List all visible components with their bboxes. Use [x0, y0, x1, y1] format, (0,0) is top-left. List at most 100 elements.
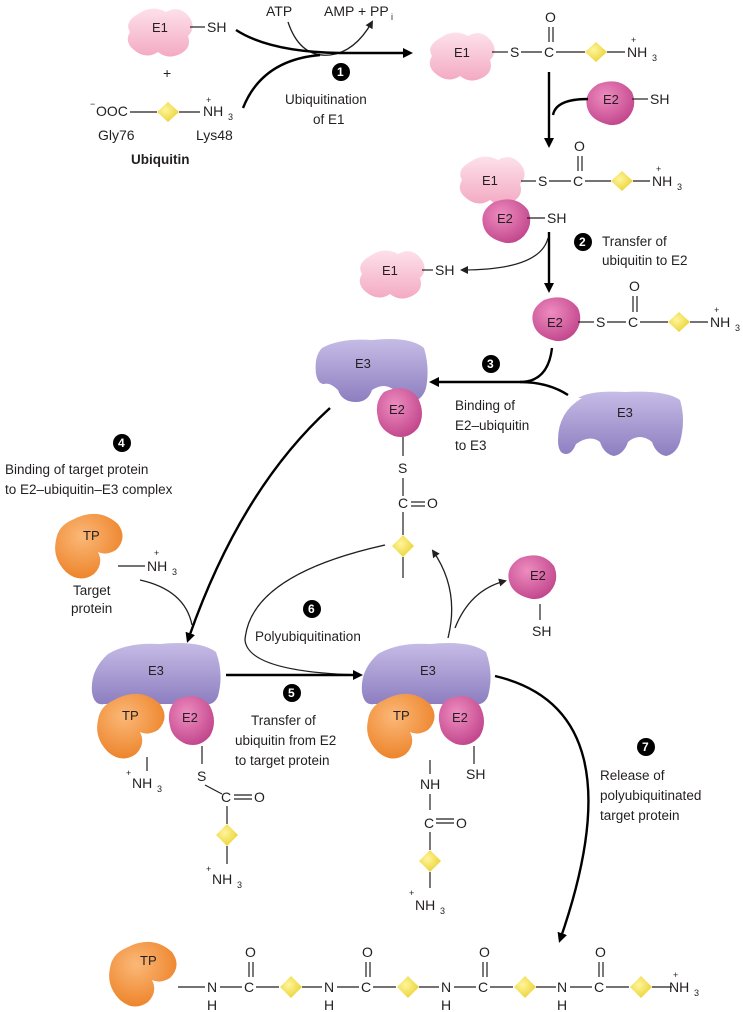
e2-free-1: E2 SH [586, 81, 669, 126]
step7-line3: target protein [600, 808, 680, 823]
svg-text:TP: TP [393, 708, 410, 723]
svg-text:E2: E2 [547, 315, 563, 330]
svg-text:O: O [427, 495, 438, 511]
chain-terminal-nh3: NH [669, 979, 689, 995]
svg-text:C: C [221, 789, 231, 805]
svg-text:S: S [596, 314, 605, 330]
step5-line1: Transfer of [251, 713, 316, 728]
chain-n: N [441, 979, 451, 995]
step7-line2: polyubiquitinated [600, 788, 701, 803]
svg-text:SH: SH [466, 766, 485, 782]
gly76-label: Gly76 [98, 127, 135, 143]
svg-text:C: C [424, 815, 434, 831]
svg-text:C: C [573, 173, 583, 189]
chain-ubiquitin-diamond [280, 976, 302, 998]
svg-text:NH: NH [132, 775, 152, 791]
svg-text:3: 3 [172, 567, 177, 577]
chain-c: C [478, 979, 488, 995]
step5-line3: to target protein [235, 753, 330, 768]
svg-text:E1: E1 [482, 173, 498, 188]
target-label-line2: protein [71, 601, 112, 616]
svg-text:+: + [409, 888, 414, 898]
step7-number: 7 [642, 740, 649, 754]
svg-text:S: S [398, 460, 407, 476]
svg-text:O: O [254, 789, 265, 805]
svg-text:C: C [544, 44, 554, 60]
svg-text:3: 3 [677, 182, 682, 192]
chain-o: O [479, 944, 490, 960]
step4-line2: to E2–ubiquitin–E3 complex [5, 482, 173, 497]
svg-text:3: 3 [237, 880, 242, 890]
svg-text:3: 3 [735, 323, 740, 333]
svg-text:E3: E3 [148, 663, 164, 678]
svg-text:NH: NH [212, 871, 232, 887]
svg-text:S: S [197, 768, 206, 784]
svg-text:E2: E2 [530, 568, 546, 583]
step4-number: 4 [118, 436, 125, 450]
svg-text:E2: E2 [497, 211, 513, 226]
chain-h: H [441, 997, 451, 1012]
svg-text:NH: NH [652, 173, 672, 189]
chain-o: O [245, 944, 256, 960]
svg-text:E2: E2 [182, 710, 198, 725]
svg-text:C: C [398, 495, 408, 511]
svg-text:i: i [391, 12, 393, 22]
svg-text:NH: NH [627, 44, 647, 60]
e3-e2-tp-complex-left: E3 TP E2 + NH 3 S C O + NH 3 [91, 643, 265, 890]
chain-n: N [207, 979, 217, 995]
svg-text:3: 3 [694, 988, 699, 998]
step3-line2: E2–ubiquitin [455, 418, 529, 433]
svg-text:E3: E3 [420, 663, 436, 678]
svg-text:O: O [574, 138, 585, 154]
e1-e2-complex: E1 S C O + NH 3 E2 SH [459, 138, 682, 244]
step3-line3: to E3 [455, 438, 487, 453]
chain-n: N [557, 979, 567, 995]
e1-ubiquitin: E1 S C O + NH 3 [429, 9, 657, 81]
step6-number: 6 [308, 602, 315, 616]
step3-number: 3 [487, 357, 494, 371]
svg-text:E2: E2 [603, 92, 619, 107]
svg-text:TP: TP [122, 708, 139, 723]
chain-ubiquitin-diamond [630, 976, 652, 998]
svg-text:+: + [656, 164, 661, 174]
step2-line1: Transfer of [602, 234, 667, 249]
step2-line2: ubiquitin to E2 [602, 253, 688, 268]
amp-label: AMP + PP [324, 3, 389, 19]
svg-text:+: + [714, 305, 719, 315]
step1-line1: Ubiquitination [285, 92, 367, 107]
svg-text:E3: E3 [355, 356, 371, 371]
svg-text:3: 3 [157, 784, 162, 794]
target-protein-free: TP + NH 3 Target protein [55, 513, 177, 616]
chain-ubiquitin-diamond [397, 976, 419, 998]
svg-text:NH: NH [415, 897, 435, 913]
ubiquitin-ooc: OOC [96, 103, 128, 119]
e1-free: E1 [127, 8, 193, 57]
e3-e2-tp-complex-right: E3 TP E2 SH NH C O + NH 3 [361, 643, 491, 916]
chain-h: H [207, 997, 217, 1012]
e1-released: E1 SH [359, 250, 454, 299]
chain-c: C [594, 979, 604, 995]
chain-h: H [324, 997, 334, 1012]
step7-line1: Release of [600, 768, 665, 783]
chain-ubiquitin-diamond [514, 976, 536, 998]
svg-text:NH: NH [420, 776, 440, 792]
svg-text:E1: E1 [454, 45, 470, 60]
chain-c: C [244, 979, 254, 995]
step4-line1: Binding of target protein [5, 462, 148, 477]
svg-text:SH: SH [435, 262, 454, 278]
svg-text:+: + [126, 768, 131, 778]
svg-text:3: 3 [440, 906, 445, 916]
svg-text:TP: TP [83, 528, 100, 543]
step1-line2: of E1 [313, 112, 345, 127]
step5-line2: ubiquitin from E2 [235, 733, 336, 748]
svg-text:O: O [545, 9, 556, 25]
svg-text:E2: E2 [452, 710, 468, 725]
step6-line1: Polyubiquitination [255, 629, 361, 644]
lys48-label: Lys48 [196, 127, 233, 143]
svg-text:SH: SH [532, 623, 551, 639]
step3-line1: Binding of [455, 398, 515, 413]
svg-text:−: − [90, 99, 95, 109]
e2-released: E2 SH [508, 555, 557, 639]
